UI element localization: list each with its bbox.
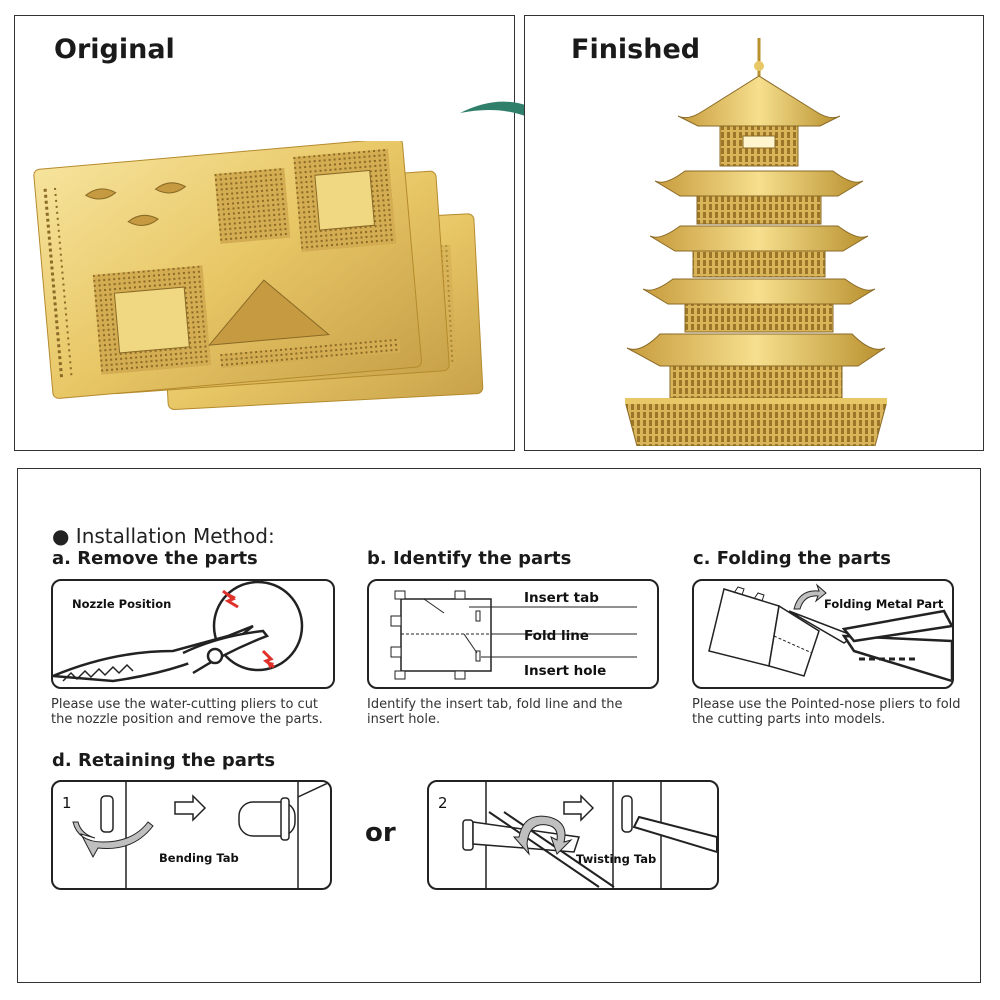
- step-b-heading: b. Identify the parts: [367, 548, 572, 569]
- twisting-tab-label: Twisting Tab: [576, 852, 657, 866]
- nozzle-position-label: Nozzle Position: [72, 597, 172, 611]
- folding-metal-part-label: Folding Metal Part: [824, 597, 944, 611]
- insert-hole-label: Insert hole: [524, 663, 607, 679]
- step-d-heading: d. Retaining the parts: [52, 750, 276, 771]
- twisting-tab-illustration: 2 Twisting Tab: [427, 780, 719, 890]
- step-d-number-1: 1: [62, 794, 72, 812]
- pagoda-model-image: [625, 38, 887, 446]
- step-b-illustration: Insert tab Fold line Insert hole: [367, 579, 659, 689]
- original-panel: Original: [14, 15, 515, 451]
- finished-panel: Finished: [524, 15, 984, 451]
- insert-tab-label: Insert tab: [524, 590, 599, 606]
- finished-title: Finished: [571, 34, 701, 65]
- original-title: Original: [54, 34, 175, 65]
- installation-panel: [17, 468, 981, 983]
- metal-sheets-image: [33, 141, 484, 410]
- bending-tab-icon: [72, 782, 330, 888]
- step-a-heading: a. Remove the parts: [52, 548, 258, 569]
- or-text: or: [365, 818, 396, 848]
- twisting-tab-icon: [462, 782, 717, 888]
- step-d-number-2: 2: [438, 794, 448, 812]
- pliers-cutting-icon: [53, 581, 304, 683]
- step-c-caption: Please use the Pointed-nose pliers to fo…: [692, 697, 961, 727]
- fold-line-label: Fold line: [524, 628, 589, 644]
- step-b-caption: Identify the insert tab, fold line and t…: [367, 697, 623, 727]
- installation-method-title: ● Installation Method:: [52, 524, 275, 548]
- step-a-illustration: Nozzle Position: [51, 579, 335, 689]
- part-diagram-icon: [390, 590, 637, 680]
- folding-pliers-icon: [708, 583, 952, 683]
- step-a-caption: Please use the water-cutting pliers to c…: [51, 697, 323, 727]
- bending-tab-illustration: 1 Bending Tab: [51, 780, 332, 890]
- step-c-heading: c. Folding the parts: [693, 548, 892, 569]
- bending-tab-label: Bending Tab: [159, 851, 239, 865]
- step-c-illustration: Folding Metal Part: [692, 579, 954, 689]
